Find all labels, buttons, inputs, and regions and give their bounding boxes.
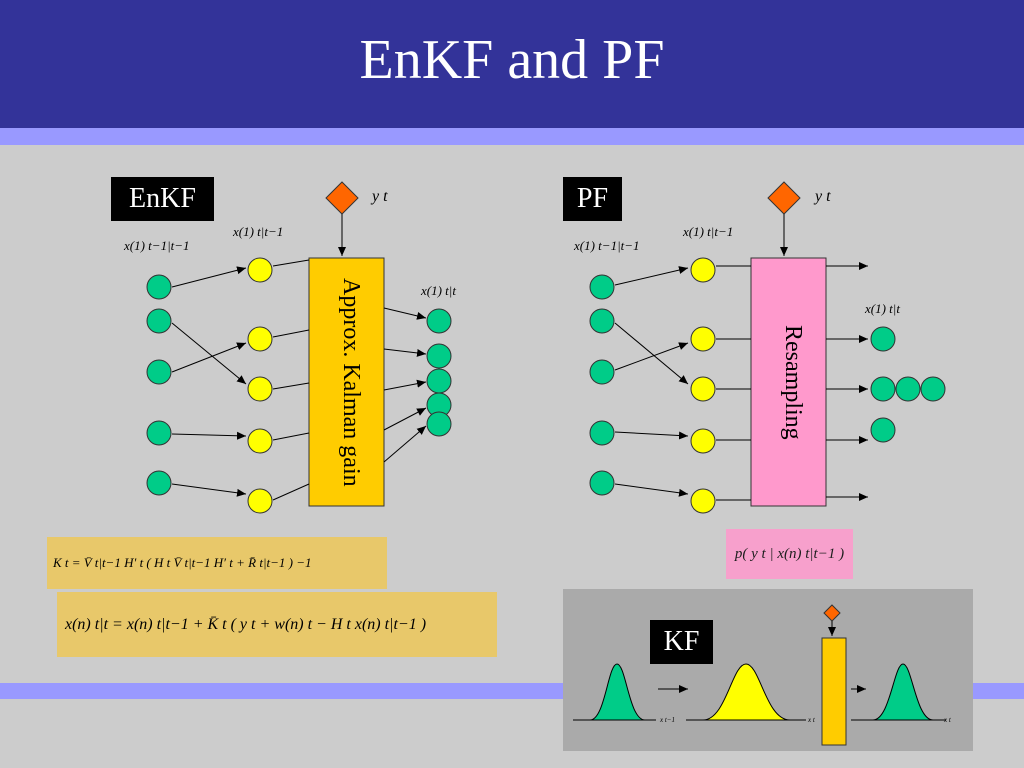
pf-prev-particles bbox=[589, 274, 615, 496]
slide-title: EnKF and PF bbox=[359, 29, 665, 91]
enkf-filt-label: x(1) t|t bbox=[421, 283, 456, 298]
kf-prior-density bbox=[589, 663, 646, 721]
pf-pred-particles bbox=[690, 257, 716, 514]
pf-label: PF bbox=[563, 177, 622, 221]
pf-prev-label: x(1) t−1|t−1 bbox=[574, 238, 640, 253]
enkf-prev-particles bbox=[146, 274, 172, 496]
kf-axis-label-post: x t bbox=[944, 716, 951, 724]
kf-observation-diamond bbox=[823, 604, 841, 622]
pf-filt-particles bbox=[870, 326, 946, 443]
kf-axis-label-prior: x t−1 bbox=[660, 716, 676, 724]
enkf-label: EnKF bbox=[111, 177, 214, 221]
kalman-gain-label: Approx. Kalman gain bbox=[338, 277, 364, 487]
pf-likelihood-formula: p( y t | x(n) t|t−1 ) bbox=[726, 529, 853, 579]
kf-predicted-density bbox=[702, 663, 791, 721]
kalman-gain-box bbox=[308, 257, 385, 507]
kf-axis-label-pred: x t bbox=[808, 716, 815, 724]
enkf-update-formula: x(n) t|t = x(n) t|t−1 + K̄ t ( y t + w(n… bbox=[57, 592, 497, 657]
resampling-label: Resampling bbox=[780, 324, 806, 440]
enkf-obs-label: y t bbox=[372, 188, 388, 205]
enkf-pred-particles bbox=[247, 257, 273, 514]
pf-observation-diamond bbox=[767, 181, 801, 215]
resampling-box bbox=[750, 257, 827, 507]
enkf-observation-diamond bbox=[325, 181, 359, 215]
kalman-gain-formula: K t = V̄ t|t−1 H′ t ( H t V̄ t|t−1 H′ t … bbox=[47, 537, 387, 589]
enkf-prev-label: x(1) t−1|t−1 bbox=[124, 238, 190, 253]
kf-posterior-density bbox=[872, 663, 934, 721]
enkf-pred-label: x(1) t|t−1 bbox=[233, 224, 284, 239]
kf-update-box bbox=[821, 637, 847, 746]
top-divider-band bbox=[0, 128, 1024, 145]
pf-pred-label: x(1) t|t−1 bbox=[683, 224, 734, 239]
header-bar bbox=[0, 0, 1024, 128]
pf-filt-label: x(1) t|t bbox=[865, 301, 900, 316]
pf-obs-label: y t bbox=[815, 188, 831, 205]
enkf-filt-particles bbox=[426, 308, 452, 437]
kf-label: KF bbox=[650, 620, 713, 664]
